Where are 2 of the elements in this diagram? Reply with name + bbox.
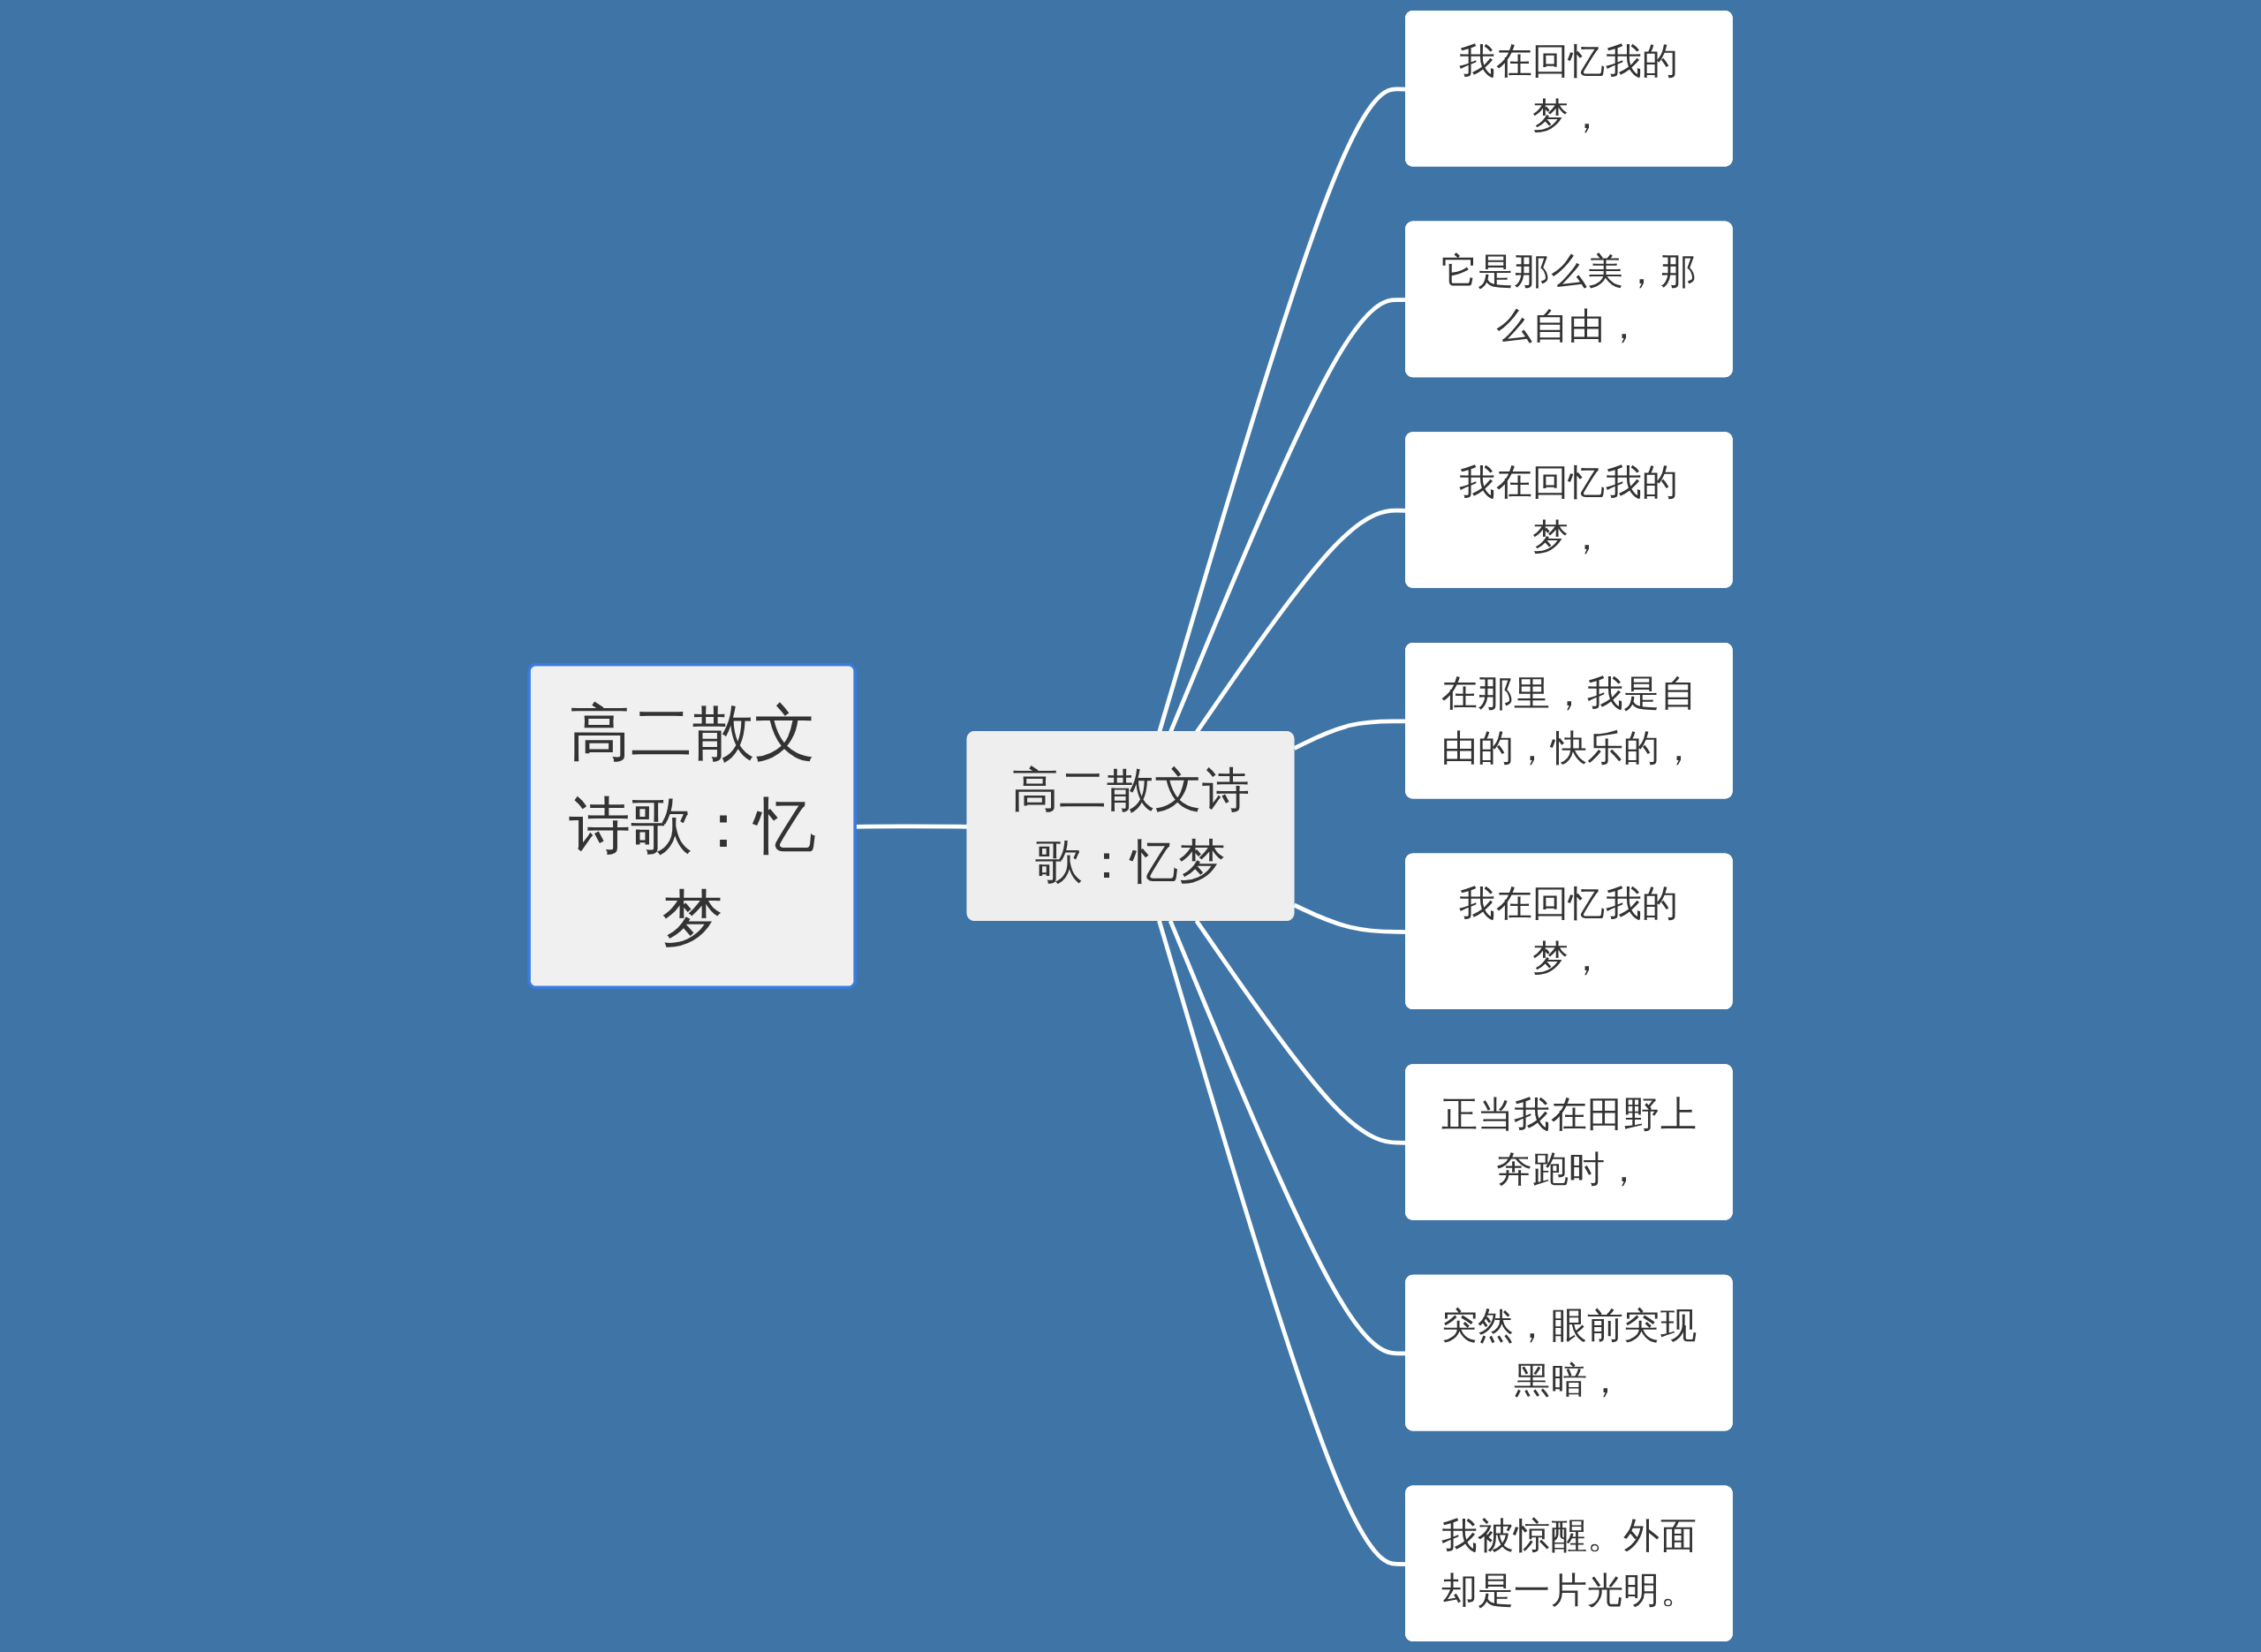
connector [1293,902,1407,934]
connector [1293,719,1407,751]
